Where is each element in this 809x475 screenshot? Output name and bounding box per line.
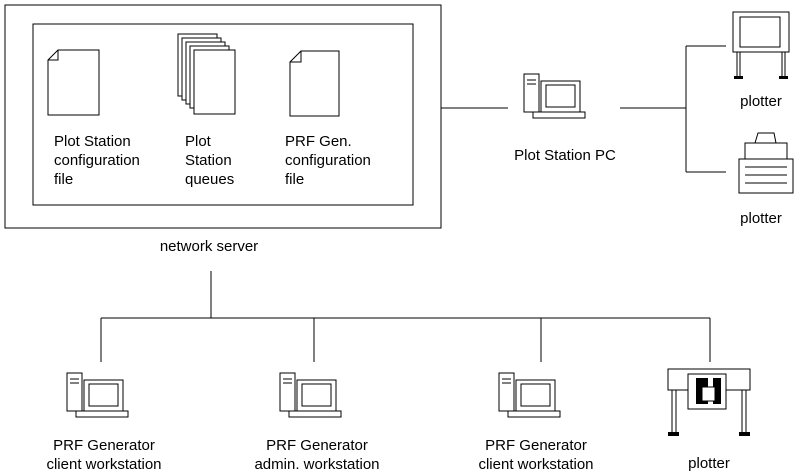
plot-station-pc-label: Plot Station PC: [514, 147, 616, 164]
desktop-computer-icon: [498, 372, 561, 418]
desktop-computer-icon: [279, 372, 342, 418]
file-label-plot-station-queues: Plot Station queues: [185, 133, 235, 188]
connection-lines: [100, 45, 726, 362]
plotter-label-bottom: plotter: [688, 455, 730, 472]
workstation-label-client-2: PRF Generator client workstation: [478, 437, 594, 473]
plotter-label-middle: plotter: [740, 210, 782, 227]
file-label-prf-gen-config: PRF Gen. configuration file: [285, 133, 371, 188]
workstation-label-admin: PRF Generator admin. workstation: [254, 437, 380, 473]
workstation-label-client-1: PRF Generator client workstation: [46, 437, 162, 473]
desktop-computer-icon: [66, 372, 129, 418]
plotter-label-top: plotter: [740, 93, 782, 110]
document-icon: [289, 50, 340, 117]
desktop-printer-icon: [738, 132, 794, 194]
network-server-label: network server: [159, 238, 259, 255]
large-format-plotter-icon: [732, 11, 790, 80]
document-icon: [47, 49, 100, 116]
large-format-plotter-icon: [667, 368, 751, 436]
document-stack-icon: [177, 33, 236, 115]
desktop-computer-icon: [523, 73, 586, 119]
file-label-plot-station-config: Plot Station configuration file: [54, 133, 140, 188]
